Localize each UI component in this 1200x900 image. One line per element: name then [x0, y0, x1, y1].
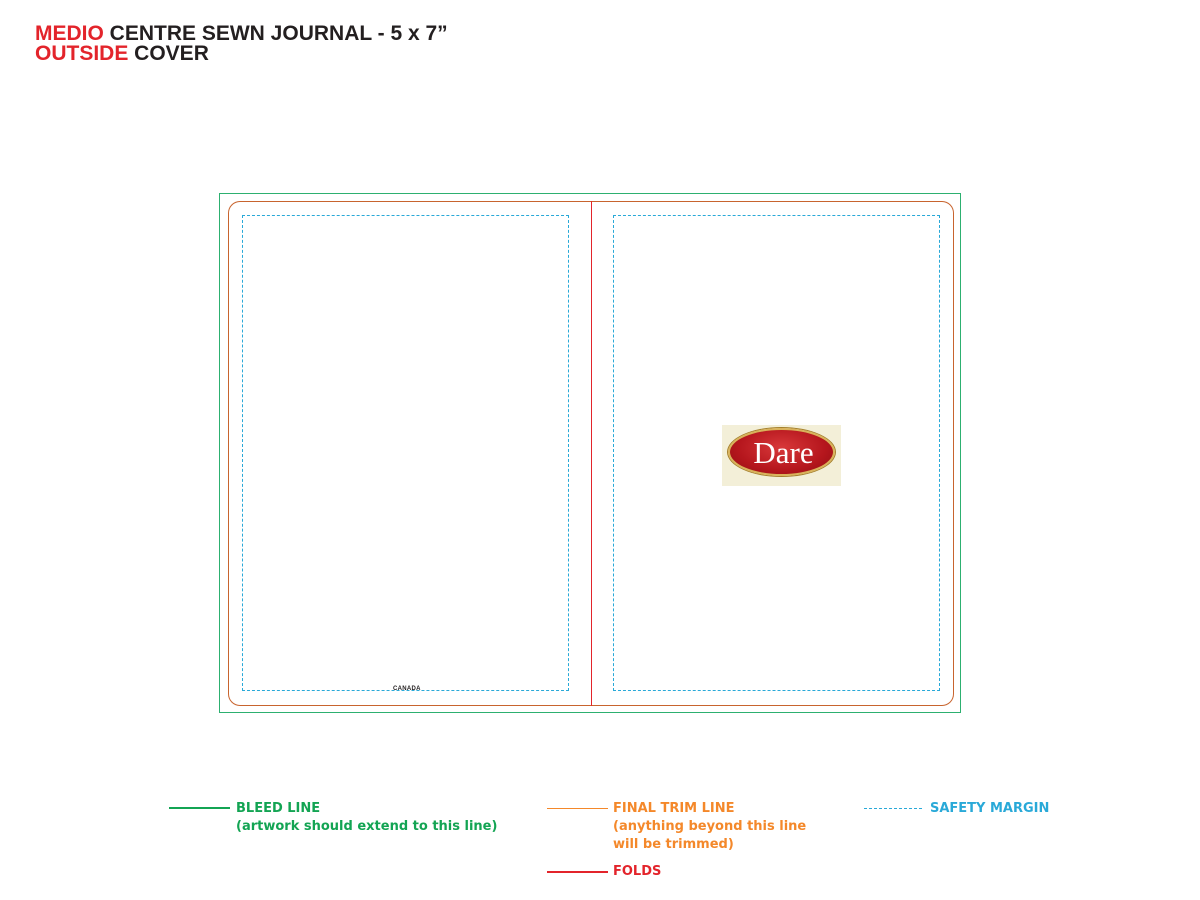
title-side: OUTSIDE	[35, 42, 129, 65]
fold-legend: FOLDS	[613, 863, 661, 881]
logo-oval: Dare	[728, 428, 835, 476]
trim-legend: FINAL TRIM LINE (anything beyond this li…	[613, 800, 806, 854]
bleed-legend-swatch	[169, 807, 230, 809]
title-line-2: OUTSIDE COVER	[35, 42, 448, 65]
bleed-legend: BLEED LINE (artwork should extend to thi…	[236, 800, 497, 836]
fold-legend-swatch	[547, 871, 608, 873]
fold-line	[591, 201, 592, 706]
back-cover-imprint: CANADA	[393, 686, 421, 692]
template-title: MEDIO CENTRE SEWN JOURNAL - 5 x 7” OUTSI…	[35, 22, 448, 65]
safety-legend-swatch	[864, 808, 922, 809]
front-cover-panel	[591, 201, 954, 706]
trim-legend-swatch	[547, 808, 608, 809]
trim-legend-note-1: (anything beyond this line	[613, 819, 807, 834]
safety-legend: SAFETY MARGIN	[930, 800, 1049, 818]
bleed-line	[219, 193, 961, 713]
title-product-desc: CENTRE SEWN JOURNAL - 5 x 7”	[103, 22, 448, 45]
trim-legend-label: FINAL TRIM LINE	[613, 801, 735, 816]
title-part: COVER	[128, 42, 209, 65]
dare-logo: Dare	[722, 425, 841, 486]
front-safety-margin	[613, 215, 940, 691]
trim-line	[228, 201, 954, 706]
bleed-legend-note: (artwork should extend to this line)	[236, 819, 498, 834]
title-line-1: MEDIO CENTRE SEWN JOURNAL - 5 x 7”	[35, 22, 448, 45]
logo-text: Dare	[753, 435, 814, 470]
safety-legend-label: SAFETY MARGIN	[930, 801, 1050, 816]
bleed-legend-label: BLEED LINE	[236, 801, 321, 816]
back-cover-panel	[228, 201, 592, 706]
back-safety-margin	[242, 215, 569, 691]
title-product-name: MEDIO	[35, 22, 104, 45]
trim-legend-note-2: will be trimmed)	[613, 837, 734, 852]
fold-legend-label: FOLDS	[613, 864, 662, 879]
